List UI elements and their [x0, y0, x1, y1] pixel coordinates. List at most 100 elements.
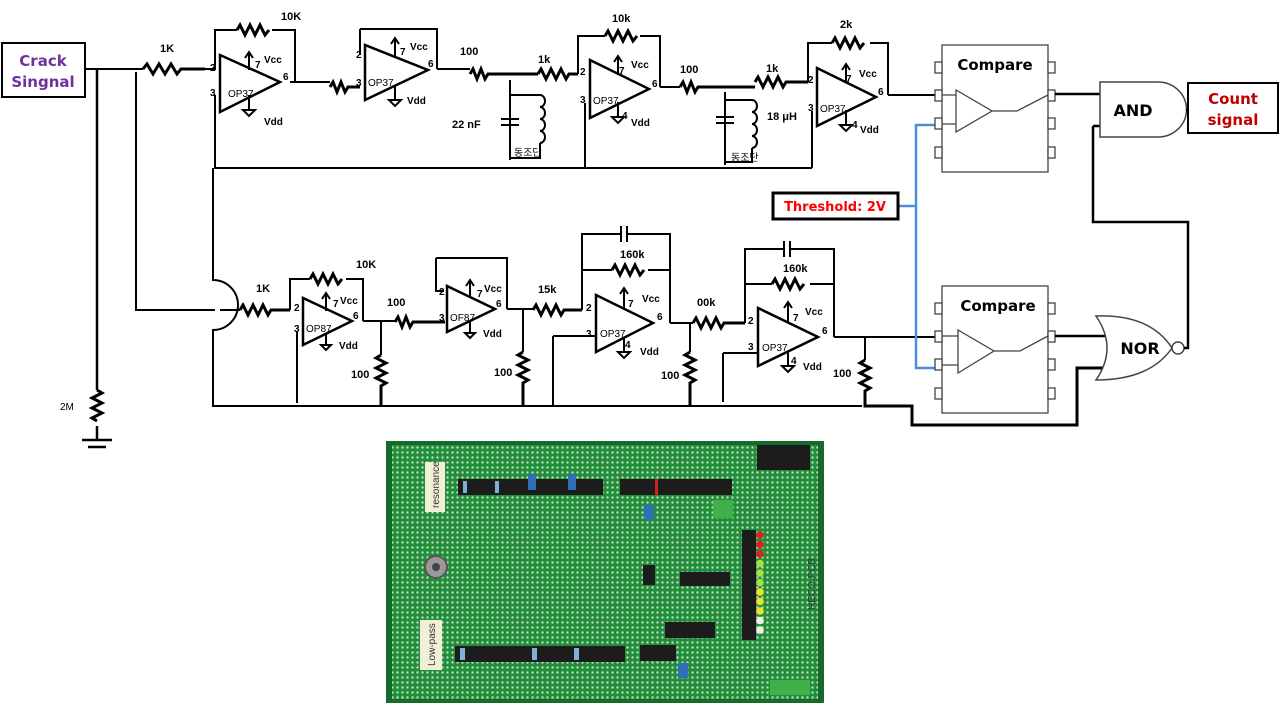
resistor-label: 00k: [697, 297, 716, 309]
shunt-resistor-2m: [88, 388, 106, 423]
pin-label: 2: [808, 75, 814, 86]
shape: [1047, 61, 1056, 74]
resistor-label: 1k: [538, 54, 551, 66]
wire: [372, 353, 390, 406]
wire: [359, 28, 438, 69]
wire: [783, 300, 793, 323]
pin-label: 3: [586, 329, 592, 340]
pin-label: 7: [255, 60, 261, 71]
wire: [390, 36, 400, 58]
wire: [779, 351, 797, 374]
opamp-2: [363, 43, 432, 102]
wire: [609, 102, 627, 125]
wire: [393, 312, 445, 332]
pcb-ic-row-resonance: [458, 474, 732, 495]
and-gate-label: AND: [1113, 101, 1152, 120]
wire: [238, 301, 290, 319]
pcb-led: [756, 616, 764, 625]
resistor-label: 1K: [256, 283, 270, 295]
and-gate: AND: [1055, 81, 1190, 340]
input-wiring: 2M: [60, 68, 215, 449]
wire: [308, 270, 344, 288]
pin-label: 6: [657, 312, 663, 323]
wire: [552, 335, 596, 406]
shape: [432, 563, 440, 571]
shape: [1171, 341, 1185, 355]
pcb-led: [756, 588, 764, 596]
wire: [670, 322, 693, 352]
shape: [1047, 330, 1056, 343]
pcb-label-lowpass: Low-pass: [427, 623, 438, 666]
opamp-label: OP37: [600, 329, 626, 340]
opamp-label: OP37: [228, 89, 254, 100]
vcc-label: Vcc: [340, 296, 358, 307]
shape: [934, 358, 943, 371]
resistor-label: 15k: [538, 284, 557, 296]
wire: [1094, 315, 1173, 381]
shape: [934, 61, 943, 74]
ground-icon: [82, 438, 112, 449]
shape: [713, 500, 733, 518]
wire: [462, 321, 478, 340]
vdd-label: Vdd: [860, 125, 879, 136]
shape: [757, 445, 810, 470]
wire: [898, 123, 935, 370]
wire: [507, 308, 533, 352]
pin-label: 3: [580, 95, 586, 106]
shape: [1, 42, 86, 98]
wire: [468, 64, 538, 84]
wire: [514, 350, 532, 406]
comparator-label: Compare: [960, 297, 1035, 315]
resistor-label: 1k: [766, 63, 779, 75]
resistor-label: 100: [387, 297, 405, 309]
pin-label: 7: [619, 66, 625, 77]
feedback-label: 10K: [356, 259, 376, 271]
opamp-6: [445, 284, 498, 334]
threshold-reference: Threshold: 2V: [771, 123, 935, 370]
wire: [536, 65, 578, 83]
wire: [681, 350, 699, 406]
pin-label: 7: [793, 313, 799, 324]
count-signal-output: Count signal: [1187, 82, 1279, 134]
tank-label: 동조단: [731, 152, 759, 164]
vcc-label: Vcc: [859, 69, 877, 80]
vcc-label: Vcc: [264, 55, 282, 66]
pin-label: 2: [586, 303, 592, 314]
crack-signal-input: Crack Singnal: [1, 42, 86, 98]
capacitor-label: 22 nF: [452, 119, 481, 131]
resistor-label: 1K: [160, 43, 174, 55]
wire: [610, 261, 646, 279]
shape: [934, 330, 943, 343]
pcb-led: [756, 540, 764, 549]
opamp-3: [588, 57, 652, 121]
resistor-1k: [141, 61, 205, 77]
shape: [934, 146, 943, 159]
pin-label: 4: [791, 356, 797, 367]
shape: [495, 481, 499, 493]
pcb-led: [756, 569, 764, 577]
shape: [532, 648, 537, 660]
wire: [807, 42, 889, 95]
feedback-label: 160k: [620, 249, 645, 261]
pin-label: 3: [748, 342, 754, 353]
wire: [955, 88, 994, 134]
vcc-label: Vcc: [805, 307, 823, 318]
shape: [620, 479, 732, 495]
resonance-path: 1K 10K 23 76 OP37 Vcc Vdd 23 76 OP37 Vcc…: [141, 11, 935, 169]
resistor-label: 100: [833, 368, 851, 380]
pcb-led: [756, 578, 764, 587]
shape: [1047, 302, 1056, 315]
wire: [691, 314, 745, 332]
shape: [425, 462, 445, 512]
input-label-line1: Crack: [19, 52, 67, 70]
wire: [581, 233, 671, 323]
pcb-led: [756, 559, 764, 568]
opamp-label: OP87: [306, 324, 332, 335]
nor-gate-label: NOR: [1120, 339, 1159, 358]
wire: [830, 34, 866, 52]
wire: [386, 85, 404, 108]
shape: [568, 474, 576, 490]
pin-label: 2: [748, 316, 754, 327]
vdd-label: Vdd: [631, 118, 650, 129]
wire: [716, 116, 734, 124]
